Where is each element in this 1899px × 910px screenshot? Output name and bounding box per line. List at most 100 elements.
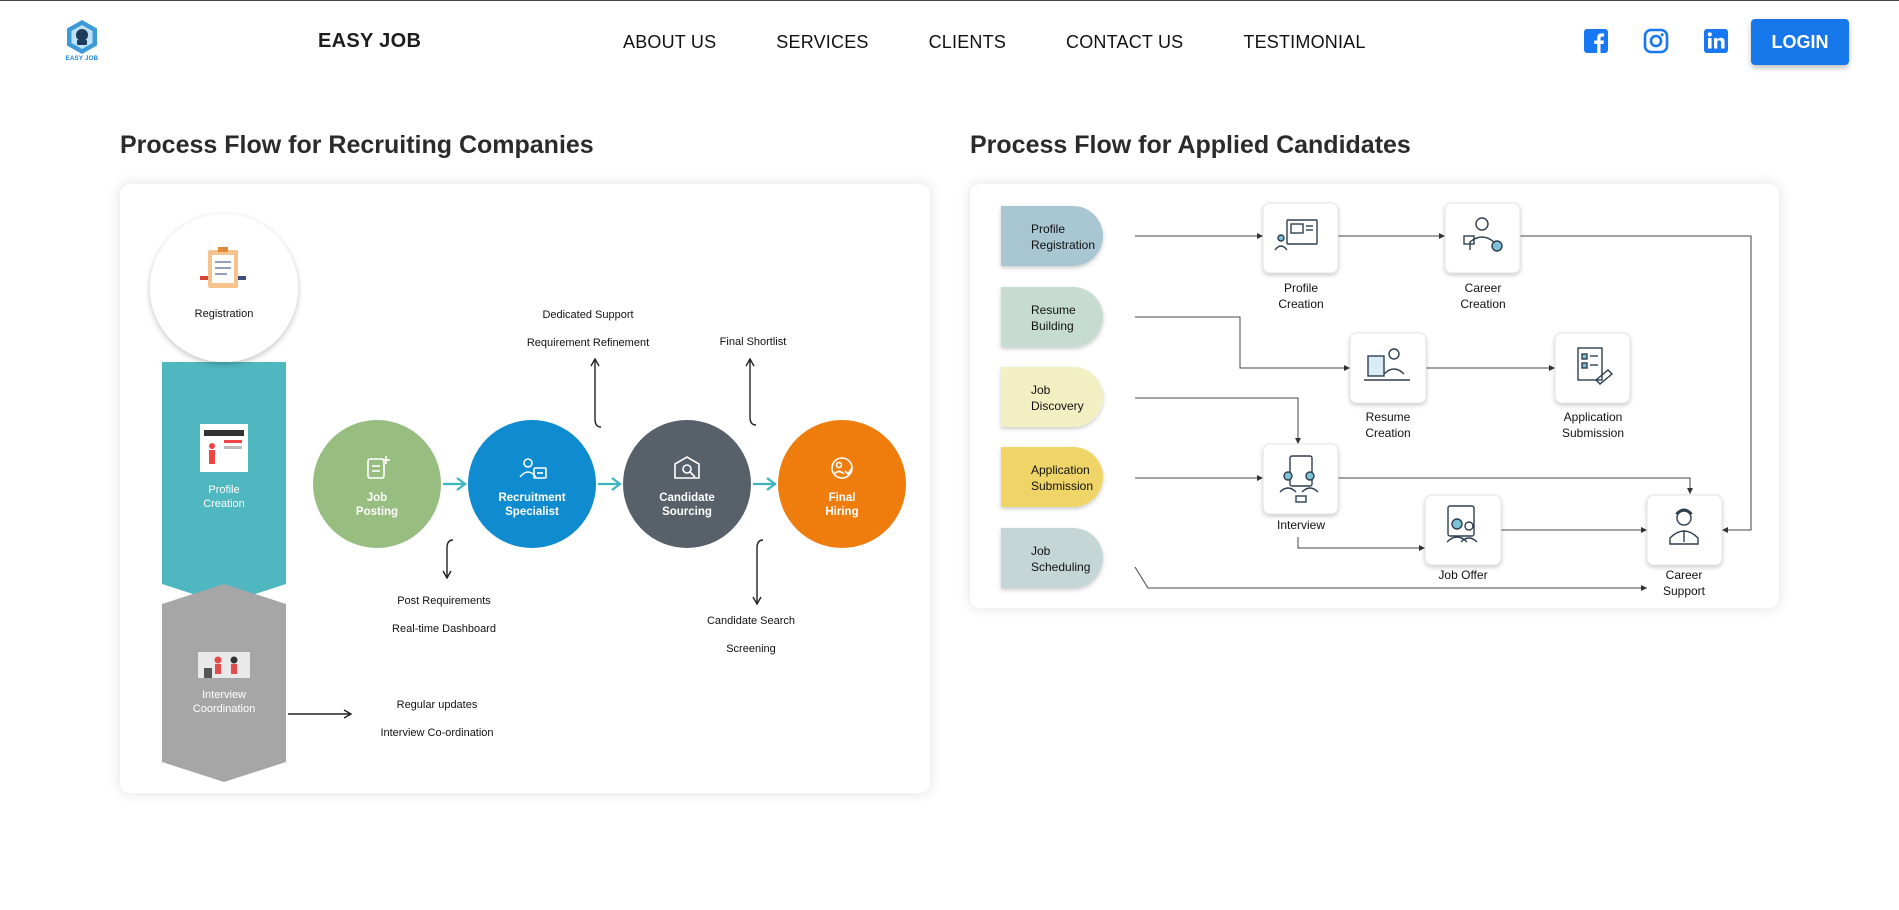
registration-step: Registration [150, 214, 298, 362]
application-submission-node-label-2: Submission [1562, 426, 1624, 440]
profile-registration-tab: Profile Registration [1001, 206, 1103, 266]
job-discovery-label-2: Discovery [1031, 399, 1084, 413]
job-discovery-label-1: Job [1031, 383, 1051, 397]
job-discovery-tab: Job Discovery [1001, 367, 1103, 427]
nav-services[interactable]: SERVICES [776, 32, 869, 52]
career-support-node-label-1: Career [1666, 568, 1703, 582]
final-shortlist-note: Final Shortlist [720, 336, 787, 348]
profile-registration-label-2: Registration [1031, 238, 1095, 252]
profile-creation-chevron [162, 362, 286, 604]
hiring-icon [831, 457, 853, 479]
application-submission-tab: Application Submission [1001, 447, 1103, 507]
candidate-sourcing-label-1: Candidate [659, 492, 715, 504]
profile-board-icon [200, 424, 248, 472]
sourcing-icon [674, 456, 700, 479]
resume-building-label-2: Building [1031, 319, 1074, 333]
nav-contact-us[interactable]: CONTACT US [1066, 32, 1184, 52]
profile-registration-label-1: Profile [1031, 222, 1065, 236]
candidate-search-arrow [752, 539, 764, 606]
clipboard-icon [200, 247, 246, 288]
application-submission-label-2: Submission [1031, 479, 1093, 493]
candidate-sourcing-step: Candidate Sourcing [623, 420, 751, 548]
career-support-icon [1669, 508, 1699, 545]
interview-coordination-label-2: Coordination [193, 703, 255, 715]
career-support-node: Career Support [1646, 494, 1723, 598]
job-offer-icon [1446, 505, 1478, 543]
candidates-flow-diagram: Profile Registration Resume Building Job… [1001, 202, 1752, 598]
career-support-node-label-2: Support [1663, 584, 1706, 598]
site-header: EASY JOB EASY JOB ABOUT US SERVICES CLIE… [0, 1, 1899, 81]
application-submission-node-label-1: Application [1564, 410, 1623, 424]
dedicated-support-note: Dedicated Support [542, 309, 633, 321]
profile-creation-node: Profile Creation [1262, 202, 1339, 311]
connectors [1134, 233, 1752, 591]
career-creation-node-label-2: Creation [1460, 297, 1505, 311]
recruitment-specialist-label-1: Recruitment [498, 492, 565, 504]
resume-creation-node-label-2: Creation [1365, 426, 1410, 440]
top-border [0, 0, 1899, 1]
job-scheduling-tab: Job Scheduling [1001, 528, 1103, 588]
job-offer-node: Job Offer [1424, 494, 1502, 582]
interview-coordination-chevron [162, 584, 286, 782]
login-button[interactable]: LOGIN [1751, 19, 1849, 65]
resume-building-label-1: Resume [1031, 303, 1076, 317]
companies-flow-card: Registration Profile Creation [120, 184, 930, 793]
candidate-search-note: Candidate Search [707, 615, 795, 627]
nav-testimonial[interactable]: TESTIMONIAL [1243, 32, 1366, 52]
profile-form-icon [1274, 219, 1318, 251]
interview-node-label: Interview [1277, 518, 1325, 532]
instagram-icon[interactable] [1643, 28, 1669, 54]
profile-creation-step: Profile Creation [200, 424, 248, 510]
profile-creation-label-1: Profile [208, 484, 239, 496]
job-scheduling-label-1: Job [1031, 544, 1051, 558]
job-offer-node-label: Job Offer [1438, 568, 1487, 582]
meeting-icon [198, 652, 250, 678]
job-posting-label-2: Posting [356, 506, 398, 518]
final-hiring-label-1: Final [829, 492, 856, 504]
career-creation-node-label-1: Career [1465, 281, 1502, 295]
applied-candidates-title: Process Flow for Applied Candidates [970, 131, 1411, 159]
job-posting-label-1: Job [367, 492, 387, 504]
recruitment-specialist-step: Recruitment Specialist [468, 420, 596, 548]
facebook-icon[interactable] [1583, 28, 1609, 54]
linkedin-icon[interactable] [1703, 28, 1729, 54]
site-logo[interactable]: EASY JOB [62, 19, 102, 65]
resume-creation-node-label-1: Resume [1366, 410, 1411, 424]
application-form-icon [1577, 347, 1614, 385]
specialist-icon [519, 458, 547, 479]
interview-coordination-note: Interview Co-ordination [380, 727, 493, 739]
career-creation-node: Career Creation [1444, 202, 1521, 311]
application-submission-label-1: Application [1031, 463, 1090, 477]
nav-clients[interactable]: CLIENTS [928, 32, 1007, 52]
regular-updates-note: Regular updates [397, 699, 478, 711]
application-submission-node: Application Submission [1554, 332, 1631, 440]
job-posting-step: Job Posting [313, 420, 441, 548]
realtime-dashboard-note: Real-time Dashboard [392, 623, 496, 635]
interview-node: Interview [1262, 443, 1339, 532]
resume-creation-node: Resume Creation [1349, 332, 1427, 440]
interview-coordination-label-1: Interview [202, 689, 246, 701]
post-requirements-arrow [442, 539, 454, 580]
interview-coordination-step: Interview Coordination [193, 652, 255, 715]
resume-building-tab: Resume Building [1001, 287, 1103, 347]
main-nav: ABOUT US SERVICES CLIENTS CONTACT US TES… [623, 32, 1366, 53]
job-scheduling-label-2: Scheduling [1031, 560, 1090, 574]
companies-flow-diagram: Registration Profile Creation [150, 214, 906, 782]
profile-creation-node-label-2: Creation [1278, 297, 1323, 311]
profile-creation-node-label-1: Profile [1284, 281, 1318, 295]
brand-name[interactable]: EASY JOB [318, 30, 422, 52]
post-requirements-note: Post Requirements [397, 595, 491, 607]
recruitment-specialist-label-2: Specialist [505, 506, 559, 518]
shortlist-arrow [745, 357, 757, 426]
screening-note: Screening [726, 643, 776, 655]
registration-label: Registration [195, 308, 254, 320]
final-hiring-label-2: Hiring [825, 506, 858, 518]
profile-creation-label-2: Creation [203, 498, 245, 510]
interview-people-icon [1279, 455, 1319, 503]
nav-about-us[interactable]: ABOUT US [623, 32, 717, 52]
document-add-icon [367, 456, 390, 479]
requirement-refinement-note: Requirement Refinement [527, 337, 649, 349]
resume-desk-icon [1364, 348, 1410, 381]
final-hiring-step: Final Hiring [778, 420, 906, 548]
candidate-sourcing-label-2: Sourcing [662, 506, 712, 518]
